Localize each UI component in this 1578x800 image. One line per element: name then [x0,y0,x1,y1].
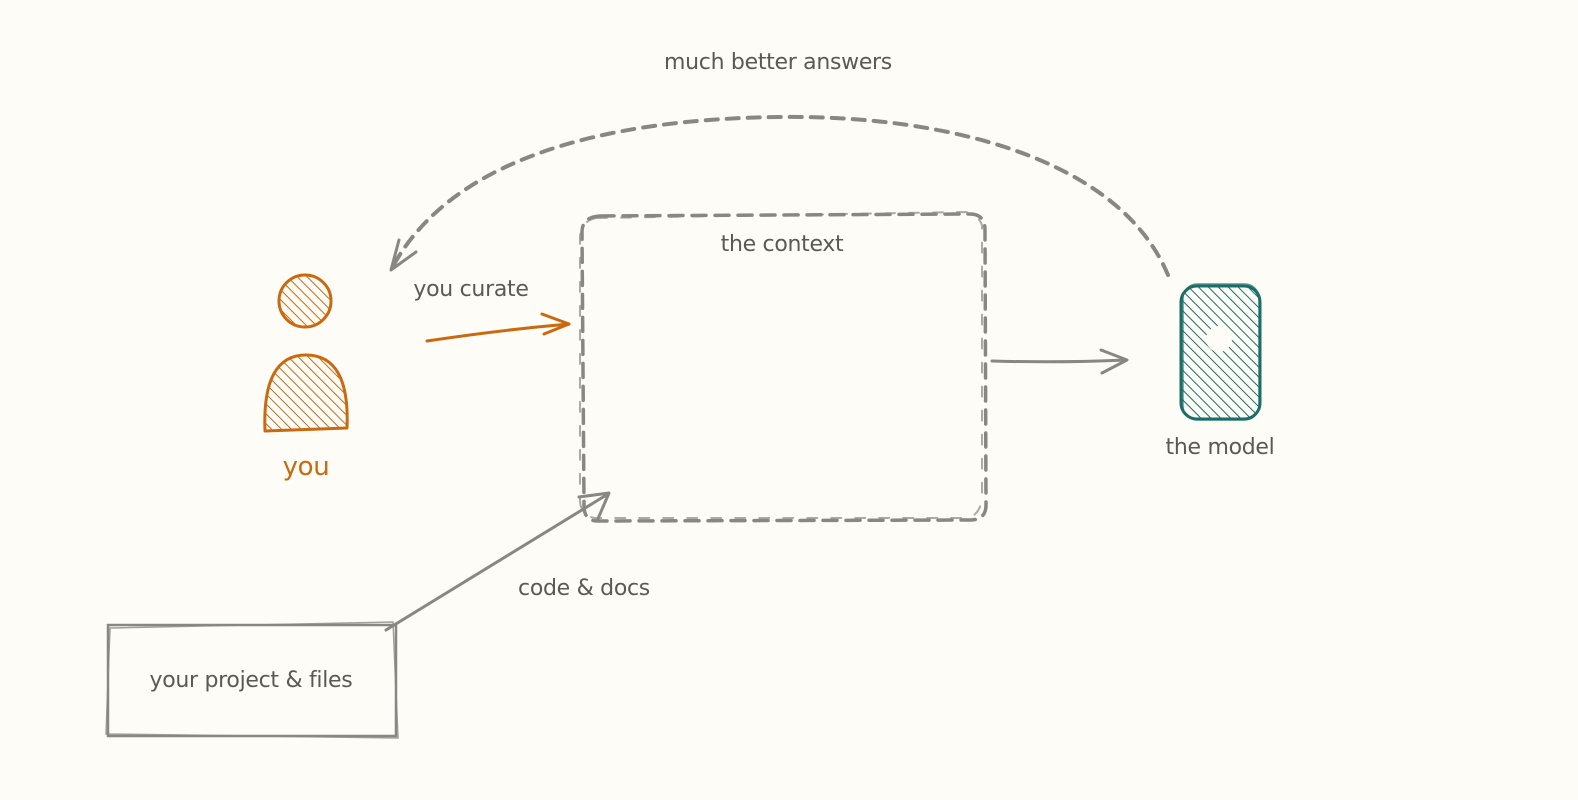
context-label: the context [720,232,844,257]
code-docs-label: code & docs [518,576,650,601]
you-label: you [282,452,330,482]
project-box [105,621,399,739]
person-icon [263,273,349,433]
feedback-arrow [389,114,1170,277]
model-chip-icon [1179,283,1262,421]
curate-label: you curate [413,277,529,302]
context-box [579,210,988,523]
project-to-context-arrow [384,491,611,632]
project-label: your project & files [149,668,353,693]
curate-arrow [425,312,571,343]
feedback-label: much better answers [664,50,892,75]
context-to-model-arrow [990,348,1129,375]
model-label: the model [1165,435,1275,460]
